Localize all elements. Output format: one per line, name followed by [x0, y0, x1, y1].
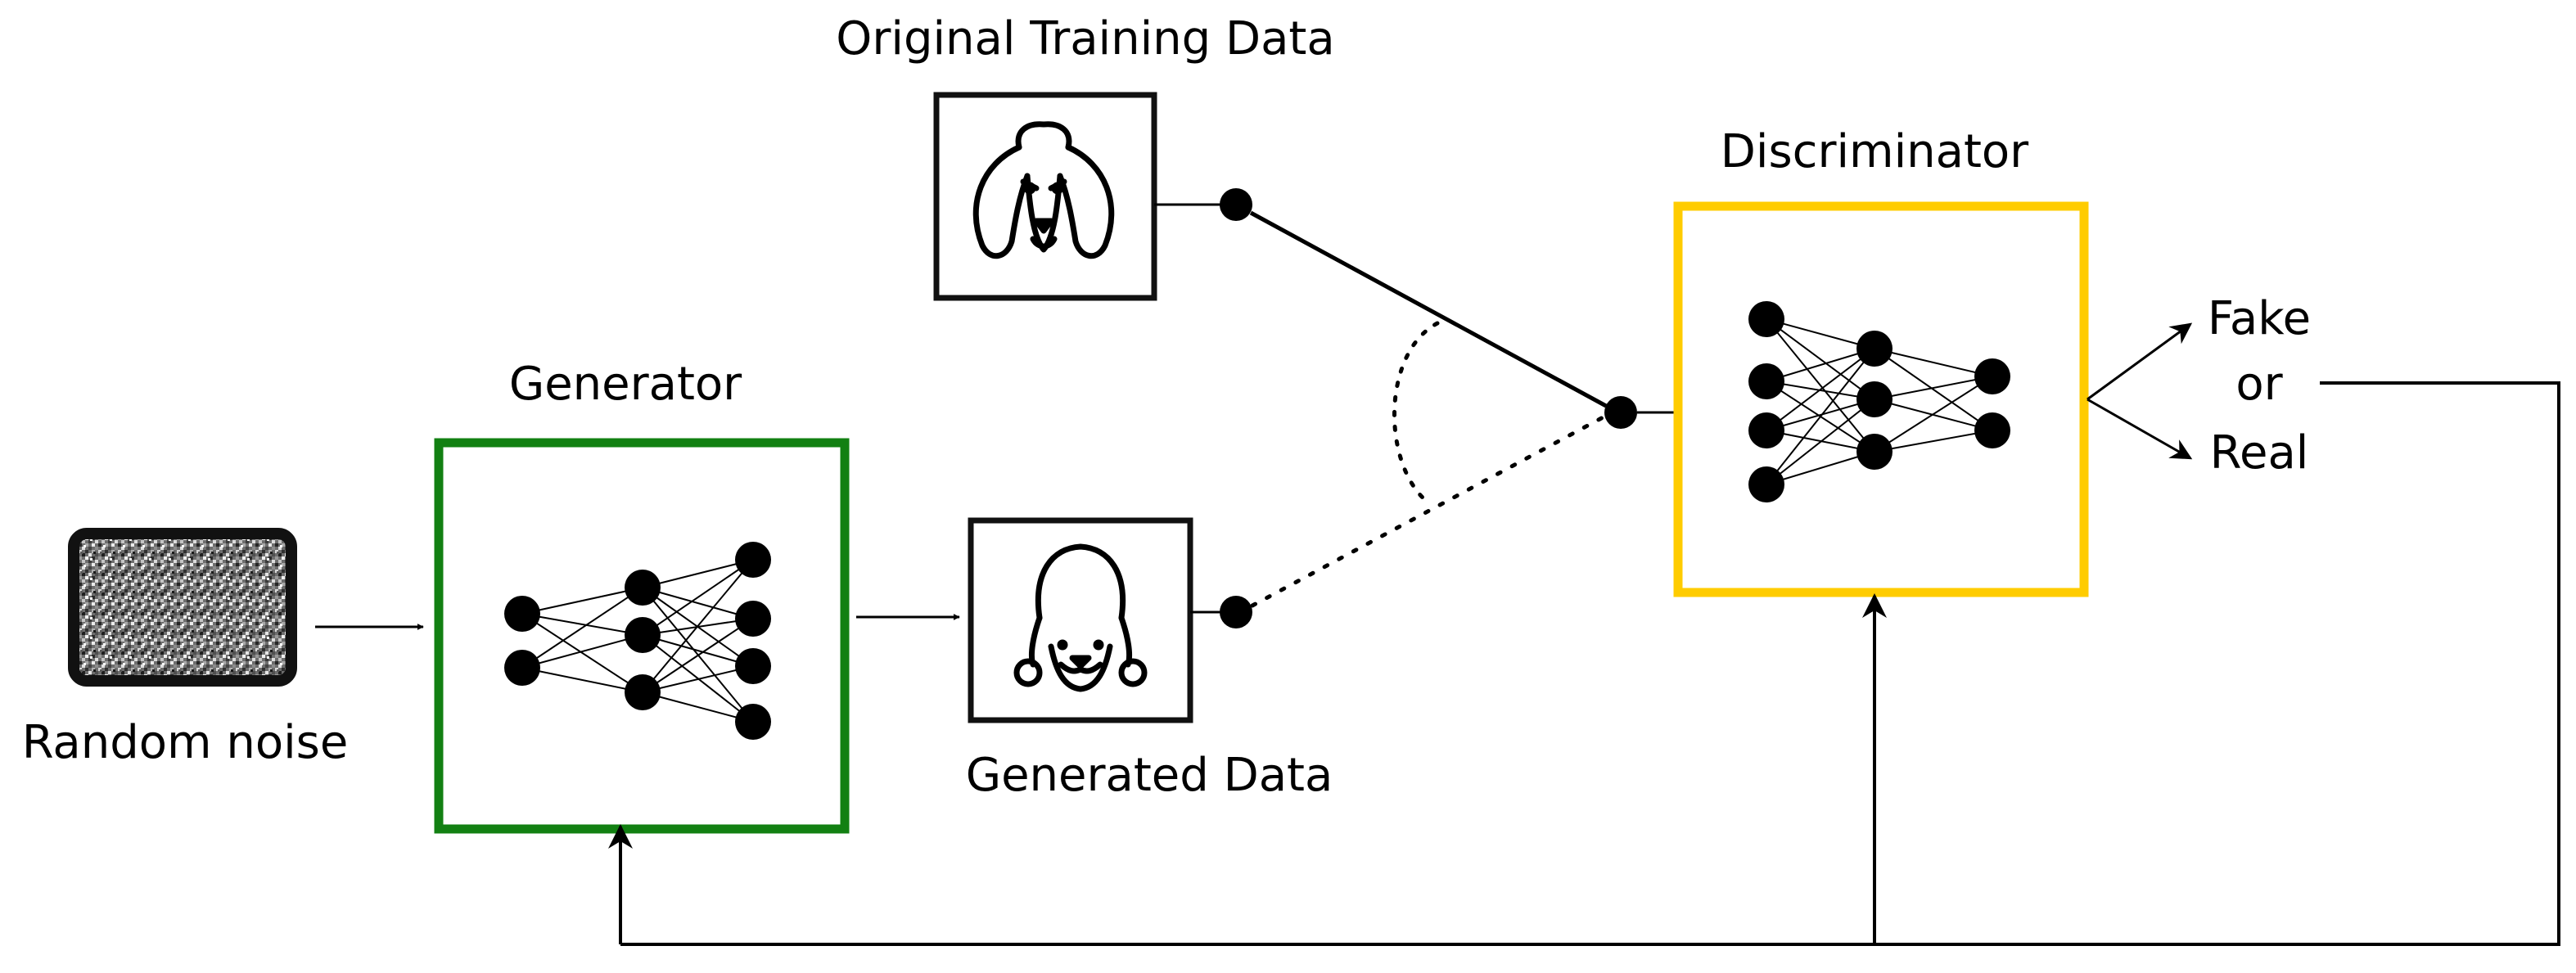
- generated-to-discriminator-dotted-line: [1250, 413, 1608, 608]
- generated-data-label: Generated Data: [966, 749, 1333, 802]
- arrow-to-real: [2087, 398, 2193, 460]
- discriminator-label: Discriminator: [1721, 125, 2029, 178]
- dog-face-icon: [972, 121, 1115, 259]
- neural-network-icon: [504, 542, 771, 740]
- generated-output-node: [1220, 596, 1252, 628]
- generated-data-node: Generated Data: [966, 517, 1333, 802]
- or-label: or: [2235, 358, 2283, 411]
- real-label: Real: [2210, 426, 2309, 480]
- original-training-data-node: Original Training Data: [836, 12, 1335, 301]
- random-noise-image: [68, 528, 297, 687]
- arrow-to-fake: [2087, 322, 2193, 401]
- selection-switch-arc: [1392, 321, 1440, 502]
- generator-label: Generator: [509, 358, 742, 411]
- original-training-data-label: Original Training Data: [836, 12, 1334, 65]
- original-to-discriminator-line: [1249, 210, 1608, 408]
- random-noise-label: Random noise: [22, 716, 349, 769]
- random-noise-node: Random noise: [22, 528, 349, 769]
- original-data-box: [933, 92, 1157, 301]
- generator-node: Generator: [434, 358, 850, 834]
- feedback-loop-line: [620, 381, 2560, 946]
- discriminator-neural-network-icon: [1748, 301, 2010, 502]
- generated-dog-face-icon: [1013, 543, 1148, 692]
- discriminator-input-node: [1604, 396, 1637, 429]
- original-output-node: [1220, 188, 1252, 221]
- discriminator-node: Discriminator: [1673, 125, 2089, 597]
- fake-label: Fake: [2208, 292, 2311, 345]
